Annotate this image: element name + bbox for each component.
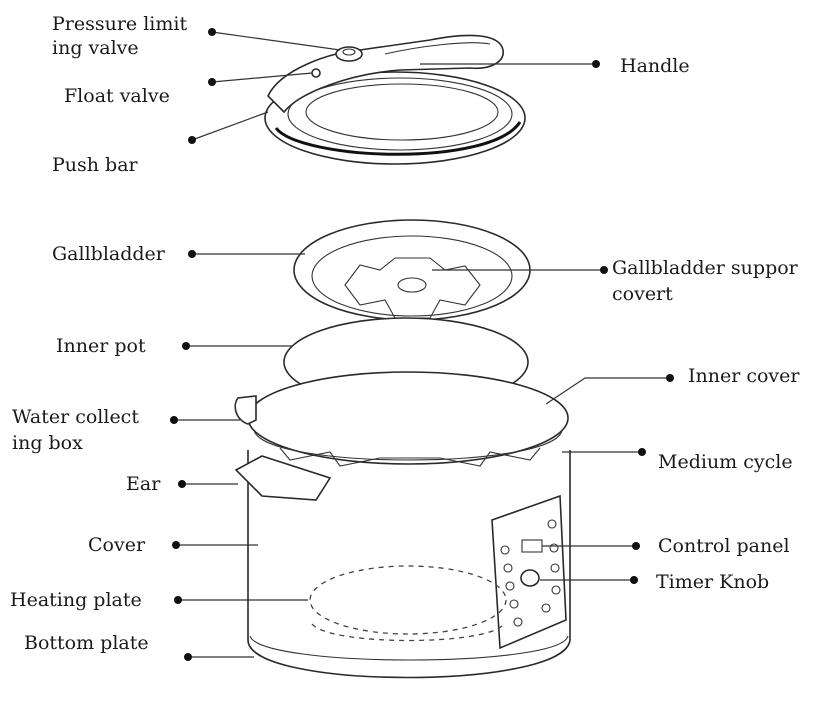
label-gallbladder: Gallbladder	[52, 243, 165, 265]
callout-dot-control-panel	[632, 542, 640, 550]
callout-dot-heating-plate	[174, 596, 182, 604]
pressure-valve-cap	[342, 48, 356, 56]
label-control-panel: Control panel	[658, 535, 790, 557]
callout-dot-ear	[178, 480, 186, 488]
label-pressure-limiting-valve-line2: ing valve	[52, 37, 139, 59]
label-gallbladder-support-line2: covert	[612, 283, 673, 305]
callout-line-inner-cover	[545, 377, 667, 405]
lid-inner-ring-2	[305, 83, 499, 141]
gallbladder-support	[344, 257, 481, 319]
heating-plate	[309, 565, 507, 635]
callout-line-push-bar	[191, 111, 269, 141]
control-button	[505, 581, 515, 591]
lid-assembly	[264, 34, 526, 165]
label-inner-cover: Inner cover	[688, 365, 800, 387]
heating-plate-lower	[311, 623, 505, 642]
callout-dot-inner-cover	[666, 374, 674, 382]
label-water-collecting-box-line2: ing box	[12, 432, 83, 454]
water-collecting-box	[234, 395, 257, 425]
callout-dot-water-box	[170, 416, 178, 424]
callout-dot-bottom-plate	[184, 653, 192, 661]
pressure-limiting-valve	[335, 46, 363, 62]
label-heating-plate: Heating plate	[10, 589, 142, 611]
callout-dot-push-bar	[188, 136, 196, 144]
label-ear: Ear	[126, 473, 161, 495]
callout-dot-float-valve	[208, 78, 216, 86]
label-timer-knob: Timer Knob	[656, 571, 770, 593]
label-medium-cycle: Medium cycle	[658, 451, 793, 473]
callout-dot-medium-cycle	[638, 448, 646, 456]
control-button	[547, 519, 557, 529]
medium-cycle-ring	[253, 429, 563, 461]
timer-knob	[520, 569, 540, 587]
handle	[267, 34, 504, 114]
control-button	[513, 617, 523, 627]
ear	[234, 455, 332, 501]
medium-cycle-teeth	[279, 447, 541, 467]
label-float-valve: Float valve	[64, 85, 170, 107]
lid-seal-ring	[274, 121, 522, 156]
callout-dots	[170, 28, 674, 661]
callout-line-float-valve	[211, 72, 313, 83]
label-inner-pot: Inner pot	[56, 335, 146, 357]
gallbladder-inner	[311, 235, 513, 317]
callout-dot-handle	[592, 60, 600, 68]
inner-cover-rim	[247, 371, 569, 465]
label-pressure-limiting-valve-line1: Pressure limit	[52, 13, 188, 35]
callout-dot-pressure-valve	[208, 28, 216, 36]
control-button	[550, 563, 560, 573]
control-button	[503, 563, 513, 573]
label-cover: Cover	[88, 534, 146, 556]
control-button	[551, 585, 561, 595]
control-button	[541, 603, 551, 613]
gallbladder-center	[397, 277, 427, 293]
control-button	[549, 543, 559, 553]
lid-body	[264, 71, 526, 165]
float-valve	[311, 68, 321, 78]
gallbladder-assembly	[293, 219, 531, 321]
cooker-body	[234, 371, 571, 679]
bottom-plate-line	[249, 635, 569, 661]
control-button	[509, 599, 519, 609]
callout-dot-gallbladder	[188, 250, 196, 258]
label-gallbladder-support-line1: Gallbladder suppor	[612, 257, 798, 279]
label-bottom-plate: Bottom plate	[24, 632, 149, 654]
label-water-collecting-box-line1: Water collect	[12, 406, 139, 428]
callout-dot-timer-knob	[630, 576, 638, 584]
control-button	[500, 545, 510, 555]
label-handle: Handle	[620, 55, 690, 77]
callout-dot-gallbladder-support	[600, 266, 608, 274]
callout-lines	[174, 31, 667, 658]
handle-grip-line	[384, 42, 491, 55]
lid-inner-ring	[287, 77, 513, 151]
label-push-bar: Push bar	[52, 154, 138, 176]
callout-dot-inner-pot	[182, 342, 190, 350]
callout-line-pressure-valve	[211, 31, 341, 51]
callout-dot-cover	[172, 541, 180, 549]
